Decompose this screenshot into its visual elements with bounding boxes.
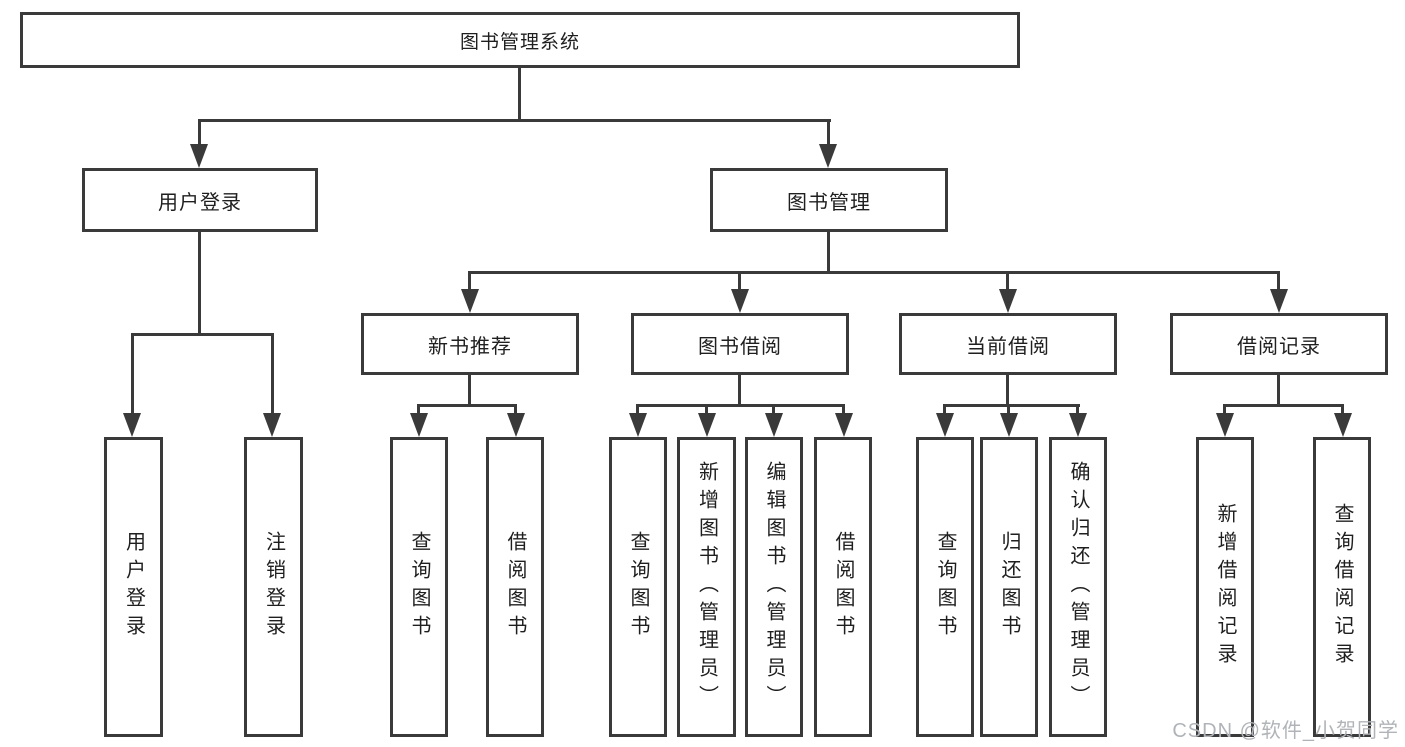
connector-current-stem xyxy=(1006,375,1009,406)
connector-borrowing-stem xyxy=(738,375,741,406)
connector-drop-new-book-recommendation xyxy=(468,273,471,291)
connector-book-management-splitter xyxy=(468,271,1280,274)
connector-drop-book-borrowing xyxy=(738,273,741,291)
leaf-bor-query-books: 查询图书 xyxy=(609,437,667,737)
arrowhead-down-icon xyxy=(1334,413,1352,437)
node-book-management: 图书管理 xyxy=(710,168,948,232)
leaf-bor-edit-books-admin: 编辑图书（管理员） xyxy=(745,437,803,737)
connector-user-login-splitter xyxy=(131,333,274,336)
node-user-login: 用户登录 xyxy=(82,168,318,232)
connector-drop-borrowing-records xyxy=(1277,273,1280,291)
leaf-bor-add-books-admin: 新增图书（管理员） xyxy=(677,437,736,737)
connector-drop-cur-query xyxy=(943,406,946,414)
arrowhead-down-icon xyxy=(263,413,281,437)
leaf-user-login: 用户登录 xyxy=(104,437,163,737)
arrowhead-down-icon xyxy=(1270,289,1288,313)
connector-root-stem xyxy=(518,68,521,121)
leaf-cur-query-books: 查询图书 xyxy=(916,437,974,737)
arrowhead-down-icon xyxy=(936,413,954,437)
connector-current-splitter xyxy=(943,404,1080,407)
connector-recommendation-splitter xyxy=(417,404,517,407)
connector-borrowing-splitter xyxy=(636,404,845,407)
connector-drop-records-add xyxy=(1223,406,1226,414)
connector-user-login-stem xyxy=(198,232,201,336)
arrowhead-down-icon xyxy=(629,413,647,437)
connector-root-splitter xyxy=(198,119,831,122)
connector-drop-book-management xyxy=(827,121,830,145)
connector-drop-bor-query xyxy=(636,406,639,414)
connector-drop-current-borrowing xyxy=(1006,273,1009,291)
connector-records-splitter xyxy=(1223,404,1344,407)
arrowhead-down-icon xyxy=(731,289,749,313)
node-book-borrowing: 图书借阅 xyxy=(631,313,849,375)
node-library-management-system: 图书管理系统 xyxy=(20,12,1020,68)
arrowhead-down-icon xyxy=(819,144,837,168)
arrowhead-down-icon xyxy=(190,144,208,168)
connector-drop-rec-borrow xyxy=(514,406,517,414)
connector-drop-records-query xyxy=(1341,406,1344,414)
leaf-cur-confirm-return-admin: 确认归还（管理员） xyxy=(1049,437,1107,737)
connector-drop-cur-return xyxy=(1007,406,1010,414)
leaf-rec-borrow-books: 借阅图书 xyxy=(486,437,544,737)
arrowhead-down-icon xyxy=(765,413,783,437)
connector-drop-bor-edit xyxy=(772,406,775,414)
arrowhead-down-icon xyxy=(410,413,428,437)
leaf-cur-return-books: 归还图书 xyxy=(980,437,1038,737)
connector-drop-cur-confirm xyxy=(1076,406,1079,414)
connector-drop-bor-add xyxy=(705,406,708,414)
connector-drop-rec-query xyxy=(417,406,420,414)
watermark: CSDN @软件_小贺同学 xyxy=(1172,720,1399,742)
arrowhead-down-icon xyxy=(999,289,1017,313)
arrowhead-down-icon xyxy=(698,413,716,437)
arrowhead-down-icon xyxy=(1216,413,1234,437)
leaf-bor-borrow-books: 借阅图书 xyxy=(814,437,872,737)
arrowhead-down-icon xyxy=(123,413,141,437)
leaf-logout: 注销登录 xyxy=(244,437,303,737)
leaf-records-query-record: 查询借阅记录 xyxy=(1313,437,1371,737)
arrowhead-down-icon xyxy=(1069,413,1087,437)
leaf-records-add-record: 新增借阅记录 xyxy=(1196,437,1254,737)
node-current-borrowing: 当前借阅 xyxy=(899,313,1117,375)
connector-drop-user-login xyxy=(198,121,201,145)
connector-drop-logout-leaf xyxy=(271,335,274,413)
arrowhead-down-icon xyxy=(461,289,479,313)
connector-recommendation-stem xyxy=(468,375,471,406)
connector-book-management-stem xyxy=(827,232,830,273)
arrowhead-down-icon xyxy=(835,413,853,437)
connector-drop-login-leaf xyxy=(131,335,134,413)
connector-drop-bor-borrow xyxy=(842,406,845,414)
arrowhead-down-icon xyxy=(1000,413,1018,437)
leaf-rec-query-books: 查询图书 xyxy=(390,437,448,737)
node-new-book-recommendation: 新书推荐 xyxy=(361,313,579,375)
node-borrowing-records: 借阅记录 xyxy=(1170,313,1388,375)
arrowhead-down-icon xyxy=(507,413,525,437)
connector-records-stem xyxy=(1277,375,1280,406)
